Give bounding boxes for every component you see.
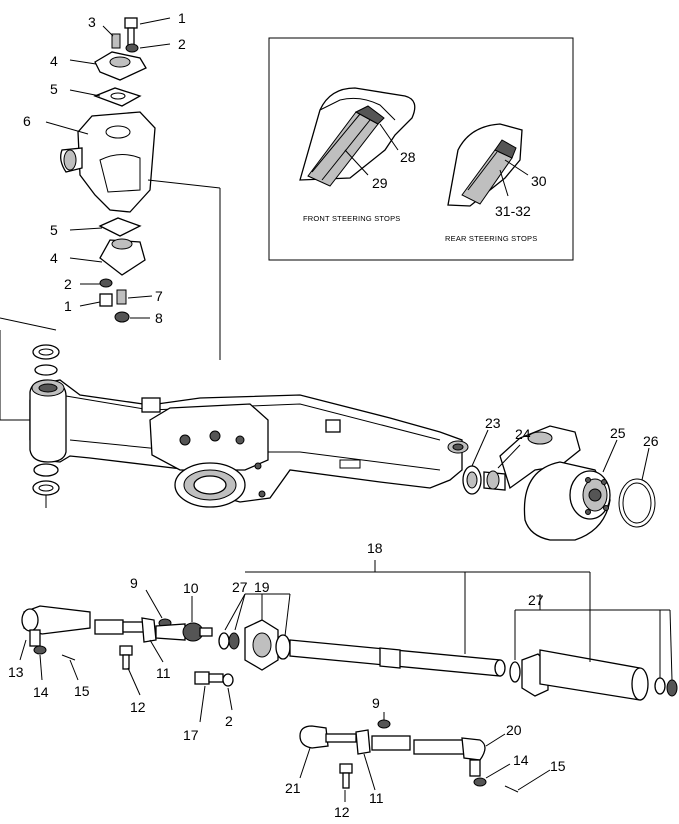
- callout-15: 15: [550, 758, 566, 774]
- front-steering-stops-caption: FRONT STEERING STOPS: [303, 214, 401, 223]
- callout-4: 4: [50, 53, 58, 69]
- callout-31-32: 31-32: [495, 203, 531, 219]
- callout-30: 30: [531, 173, 547, 189]
- front-steering-stop-illustration: [299, 87, 416, 187]
- callout-11: 11: [369, 790, 384, 806]
- callout-19: 19: [254, 579, 270, 595]
- callout-8: 8: [155, 310, 163, 326]
- steering-stops-inset: 28 29 30 31-32 FRONT STEERING STOPS REAR…: [268, 37, 574, 261]
- callout-28: 28: [400, 149, 416, 165]
- pivot-bracket-assembly: [0, 17, 221, 421]
- tie-rod-assembly: [21, 605, 678, 793]
- callout-21: 21: [285, 780, 301, 796]
- callout-5: 5: [50, 222, 58, 238]
- callout-2: 2: [64, 276, 72, 292]
- callout-12: 12: [130, 699, 146, 715]
- callout-14: 14: [513, 752, 529, 768]
- rear-steering-stop-illustration: [447, 123, 523, 207]
- callout-18: 18: [367, 540, 383, 556]
- callout-12: 12: [334, 804, 350, 820]
- callout-1: 1: [178, 10, 186, 26]
- callout-27: 27: [232, 579, 248, 595]
- callout-2: 2: [178, 36, 186, 52]
- callout-7: 7: [155, 288, 163, 304]
- callout-29: 29: [372, 175, 388, 191]
- callout-10: 10: [183, 580, 199, 596]
- callout-24: 24: [515, 426, 531, 442]
- callout-14: 14: [33, 684, 49, 700]
- callout-13: 13: [8, 664, 24, 680]
- callout-1: 1: [64, 298, 72, 314]
- callout-23: 23: [485, 415, 501, 431]
- callout-11: 11: [156, 665, 171, 681]
- callout-9: 9: [130, 575, 138, 591]
- rear-steering-stops-caption: REAR STEERING STOPS: [445, 234, 537, 243]
- callout-2: 2: [225, 713, 233, 729]
- callout-27: 27: [528, 592, 544, 608]
- callout-4: 4: [50, 250, 58, 266]
- callout-26: 26: [643, 433, 659, 449]
- callout-20: 20: [506, 722, 522, 738]
- callout-3: 3: [88, 14, 96, 30]
- callout-9: 9: [372, 695, 380, 711]
- callout-6: 6: [23, 113, 31, 129]
- callout-5: 5: [50, 81, 58, 97]
- callout-25: 25: [610, 425, 626, 441]
- callout-15: 15: [74, 683, 90, 699]
- front-axle: [29, 344, 656, 541]
- callout-17: 17: [183, 727, 199, 743]
